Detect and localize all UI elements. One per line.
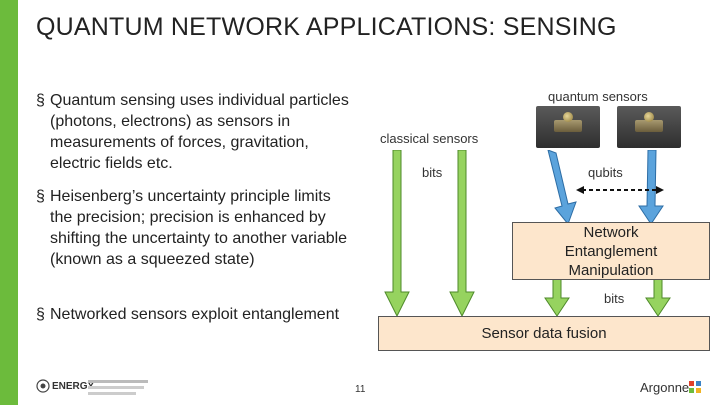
energy-logo: ENERGY (52, 381, 95, 392)
network-entanglement-box: Network Entanglement Manipulation (512, 222, 710, 280)
bullet-text: Heisenberg’s uncertainty principle limit… (50, 188, 348, 268)
bits-arrow-fusion-left (544, 277, 570, 317)
entanglement-line-3: Manipulation (568, 261, 654, 279)
bullet-marker: § (36, 306, 45, 323)
bits-label: bits (422, 165, 443, 180)
doe-seal-icon (36, 379, 50, 393)
footer-fine-print (88, 386, 144, 389)
bullet-item: § Networked sensors exploit entanglement (36, 304, 356, 325)
entanglement-line-1: Network (583, 223, 639, 241)
bullet-item: § Heisenberg’s uncertainty principle lim… (36, 186, 356, 270)
argonne-mark-icon (689, 381, 701, 393)
entanglement-arrowhead-right (656, 186, 664, 194)
bullet-marker: § (36, 92, 45, 109)
bits-arrow-middle (449, 150, 475, 318)
bullet-item: § Quantum sensing uses individual partic… (36, 90, 356, 174)
quantum-sensors-label: quantum sensors (548, 89, 648, 104)
bits-arrow-left (384, 150, 410, 318)
page-number: 11 (355, 384, 366, 395)
qubits-arrow-right (638, 150, 664, 225)
slide-title: QUANTUM NETWORK APPLICATIONS: SENSING (36, 13, 617, 41)
bits-arrow-fusion-right (645, 277, 671, 317)
qubits-label: qubits (588, 165, 623, 180)
quantum-sensor-image (536, 106, 600, 148)
qubits-arrow-left (547, 150, 577, 226)
argonne-logo: Argonne (640, 380, 690, 395)
quantum-sensor-image (617, 106, 681, 148)
bullet-text: Quantum sensing uses individual particle… (50, 92, 349, 172)
sensor-data-fusion-box: Sensor data fusion (378, 316, 710, 351)
classical-sensors-label: classical sensors (380, 131, 479, 146)
footer-fine-print (88, 392, 136, 395)
accent-side-bar (0, 0, 18, 405)
bits-label-2: bits (604, 291, 625, 306)
diagram-arrows (384, 150, 671, 318)
entanglement-arrowhead-left (576, 186, 584, 194)
bullet-marker: § (36, 188, 45, 205)
bullet-text: Networked sensors exploit entanglement (50, 306, 340, 323)
entanglement-line-2: Entanglement (564, 242, 658, 260)
footer-fine-print (88, 380, 148, 383)
